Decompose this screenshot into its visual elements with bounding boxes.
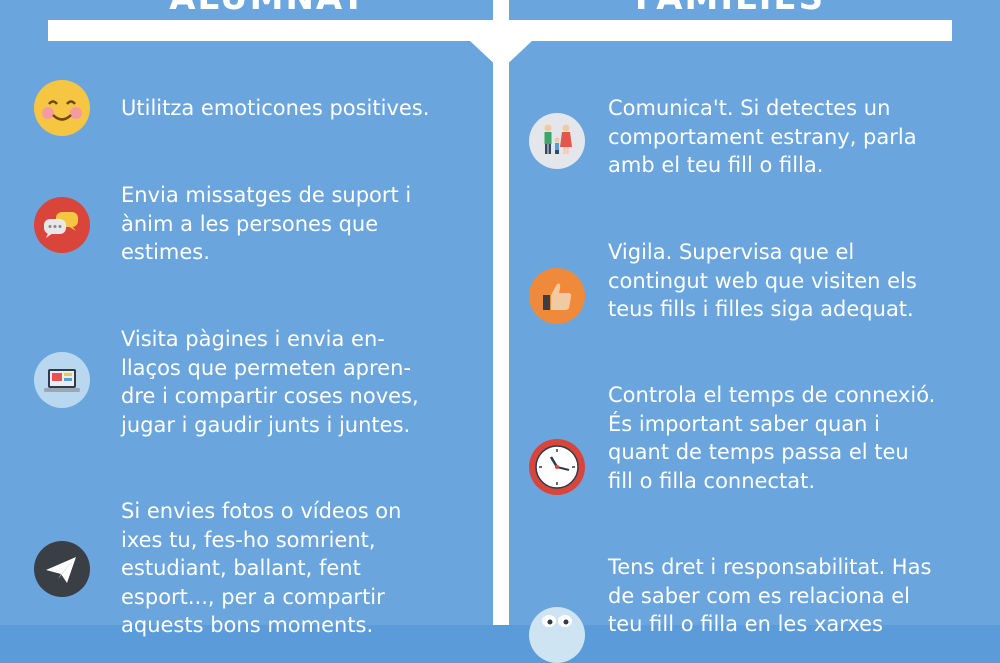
- alumnat-item-4-text: Si envies fotos o vídeos on ixes tu, fes…: [121, 499, 402, 637]
- family-icon: [529, 113, 585, 169]
- thumbs-up-icon: [529, 268, 585, 324]
- families-item-1-text: Comunica't. Si detectes un comportament …: [608, 96, 917, 177]
- families-item-3-text: Controla el temps de connexió. És import…: [608, 383, 936, 493]
- families-heading: FAMÍLIES: [510, 0, 950, 18]
- alumnat-item-3-text: Visita pàgines i envia en- llaços que pe…: [121, 327, 419, 437]
- laptop-icon: [34, 352, 90, 408]
- clock-icon: [529, 439, 585, 495]
- paper-plane-icon: [34, 541, 90, 597]
- smiley-icon: [34, 80, 90, 136]
- alumnat-item-1-text: Utilitza emoticones positives.: [121, 96, 430, 120]
- eyes-icon: [529, 607, 585, 663]
- families-item-2-text: Vigila. Supervisa que el contingut web q…: [608, 240, 917, 321]
- header-bar-left: [48, 20, 493, 41]
- families-column: [509, 0, 1000, 625]
- families-item-4-text: Tens dret i responsabilitat. Has de sabe…: [608, 555, 932, 636]
- header-notch: [469, 40, 533, 70]
- header-bar-right: [509, 20, 952, 41]
- column-divider: [493, 0, 509, 625]
- chat-bubbles-icon: [34, 197, 90, 253]
- alumnat-heading: ALUMNAT: [48, 0, 488, 18]
- alumnat-item-2-text: Envia missatges de suport i ànim a les p…: [121, 183, 412, 264]
